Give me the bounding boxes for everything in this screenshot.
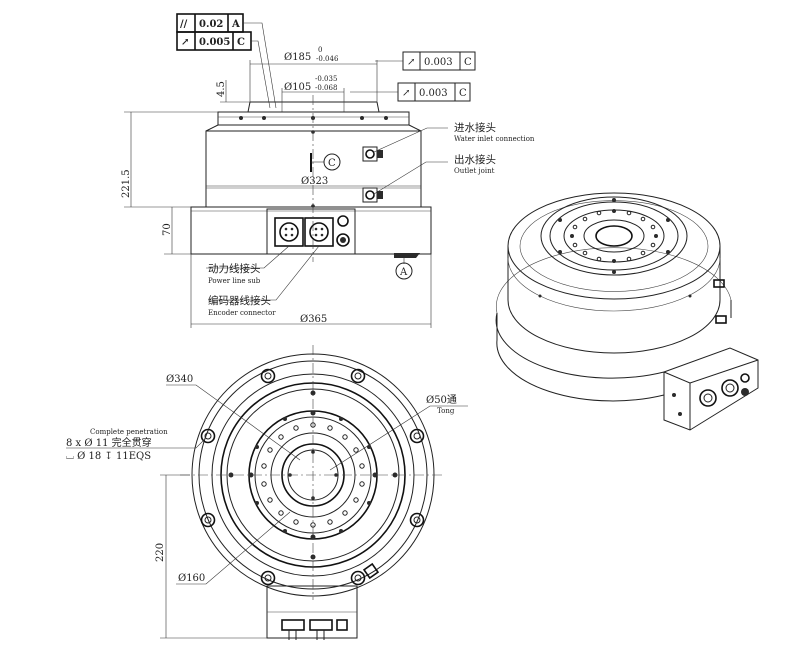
power-connector <box>274 217 304 247</box>
svg-text:动力线接头: 动力线接头 <box>208 262 261 275</box>
front-view-dimensions: Ø185 0 -0.046 Ø105 -0.035 -0.068 4.5 221… <box>121 46 432 328</box>
svg-text:A: A <box>399 267 408 278</box>
dim-d365: Ø365 <box>300 314 327 325</box>
mounting-holes <box>200 368 425 586</box>
leader-parallelism <box>243 22 277 109</box>
dim-d50: Ø50通 <box>426 394 457 406</box>
svg-text:Power line sub: Power line sub <box>208 277 261 285</box>
svg-text:Outlet joint: Outlet joint <box>454 167 495 175</box>
dim-d105-upper: -0.035 <box>315 75 337 83</box>
runout-top-symbol: ↗ <box>181 37 189 48</box>
label-encoder: 编码器线接头 Encoder connector <box>208 245 320 317</box>
runout-185-symbol: ↗ <box>407 57 415 68</box>
label-power-line: 动力线接头 Power line sub <box>206 245 290 285</box>
gdt-frame-parallelism: // 0.02 A <box>176 13 244 33</box>
svg-text:进水接头: 进水接头 <box>454 121 496 134</box>
dim-d185-upper: 0 <box>318 46 322 54</box>
iso-connector-box <box>663 347 759 431</box>
dim-h4-5: 4.5 <box>216 81 227 97</box>
isometric-view <box>495 192 759 431</box>
runout-185-datum: C <box>464 57 472 68</box>
parallelism-datum: A <box>231 19 240 30</box>
gdt-frame-runout-185: ↗ 0.003 C <box>402 51 476 71</box>
dim-d185-lower: -0.046 <box>316 55 339 63</box>
runout-105-datum: C <box>459 88 467 99</box>
parallelism-symbol: // <box>180 19 188 30</box>
svg-text:出水接头: 出水接头 <box>454 153 496 166</box>
runout-top-datum: C <box>237 37 245 48</box>
svg-text:编码器线接头: 编码器线接头 <box>208 294 271 307</box>
dim-d160: Ø160 <box>178 573 205 584</box>
top-view-dimensions: Ø340 Ø160 Ø50通 Tong 220 <box>155 374 468 639</box>
runout-top-tolerance: 0.005 <box>199 37 230 48</box>
datum-a: A <box>395 258 413 280</box>
datum-c: C <box>310 153 341 172</box>
hole-note-title: Complete penetration <box>90 428 168 436</box>
runout-105-tolerance: 0.003 <box>419 88 448 99</box>
hole-note-line1: 8 x Ø 11 完全贯穿 <box>66 436 152 449</box>
encoder-connector <box>304 217 334 247</box>
leader-runout-top <box>251 40 271 109</box>
dim-d185: Ø185 <box>284 52 311 63</box>
top-view <box>180 345 445 640</box>
hole-note-line2: ⌴ Ø 18 ↧ 11EQS <box>66 451 151 462</box>
water-inlet-fitting <box>362 146 383 162</box>
parallelism-tolerance: 0.02 <box>199 19 223 30</box>
svg-text:Water inlet connection: Water inlet connection <box>454 135 535 143</box>
dim-d105-lower: -0.068 <box>315 84 337 92</box>
runout-185-tolerance: 0.003 <box>424 57 453 68</box>
hole-note: Complete penetration 8 x Ø 11 完全贯穿 ⌴ Ø 1… <box>66 428 205 462</box>
svg-text:Encoder connector: Encoder connector <box>208 309 276 317</box>
dim-d50-sub: Tong <box>437 407 455 415</box>
label-water-outlet: 出水接头 Outlet joint <box>373 153 496 195</box>
gdt-frame-runout-105: ↗ 0.003 C <box>397 82 471 102</box>
dim-h220: 220 <box>155 543 166 562</box>
dim-d340: Ø340 <box>166 374 193 385</box>
dim-d323: Ø323 <box>301 176 328 187</box>
label-water-inlet: 进水接头 Water inlet connection <box>373 121 535 153</box>
dim-h70: 70 <box>162 223 173 236</box>
gdt-frame-runout-top: ↗ 0.005 C <box>176 31 252 51</box>
svg-text:C: C <box>328 158 336 169</box>
dim-h221-5: 221.5 <box>121 169 132 198</box>
iso-bolt-holes <box>558 198 670 274</box>
water-outlet-fitting <box>362 187 383 203</box>
runout-105-symbol: ↗ <box>402 88 410 99</box>
dim-d105: Ø105 <box>284 82 311 93</box>
